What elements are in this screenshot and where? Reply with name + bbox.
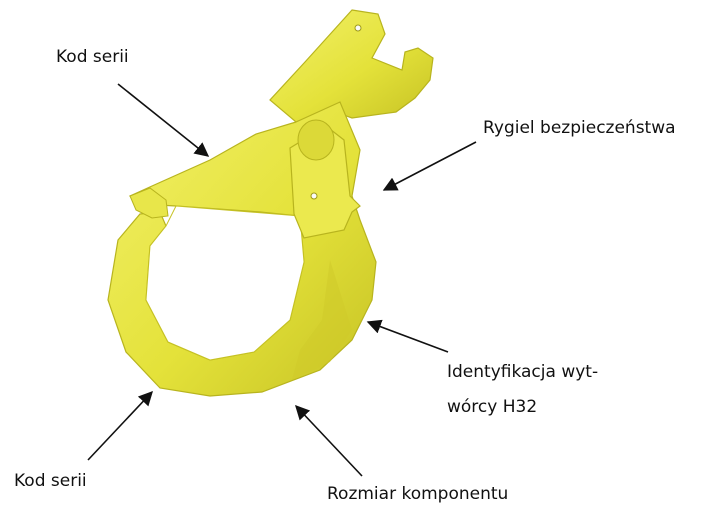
label-safety-latch: Rygiel bezpieczeństwa <box>483 117 676 139</box>
label-series-code-bottom: Kod serii <box>14 470 87 492</box>
label-manufacturer-id-line2: wórcy H32 <box>447 396 537 418</box>
hook-shank <box>270 10 433 122</box>
label-manufacturer-id-line1: Identyfikacja wyt- <box>447 361 598 383</box>
arrow-safety-latch <box>384 142 476 190</box>
label-component-size: Rozmiar komponentu <box>327 483 508 505</box>
arrow-series-code-top <box>118 84 208 156</box>
arrow-component-size <box>296 406 362 476</box>
arrow-manufacturer-id <box>368 322 448 352</box>
arrow-series-code-bottom <box>88 392 152 460</box>
label-series-code-top: Kod serii <box>56 46 129 68</box>
